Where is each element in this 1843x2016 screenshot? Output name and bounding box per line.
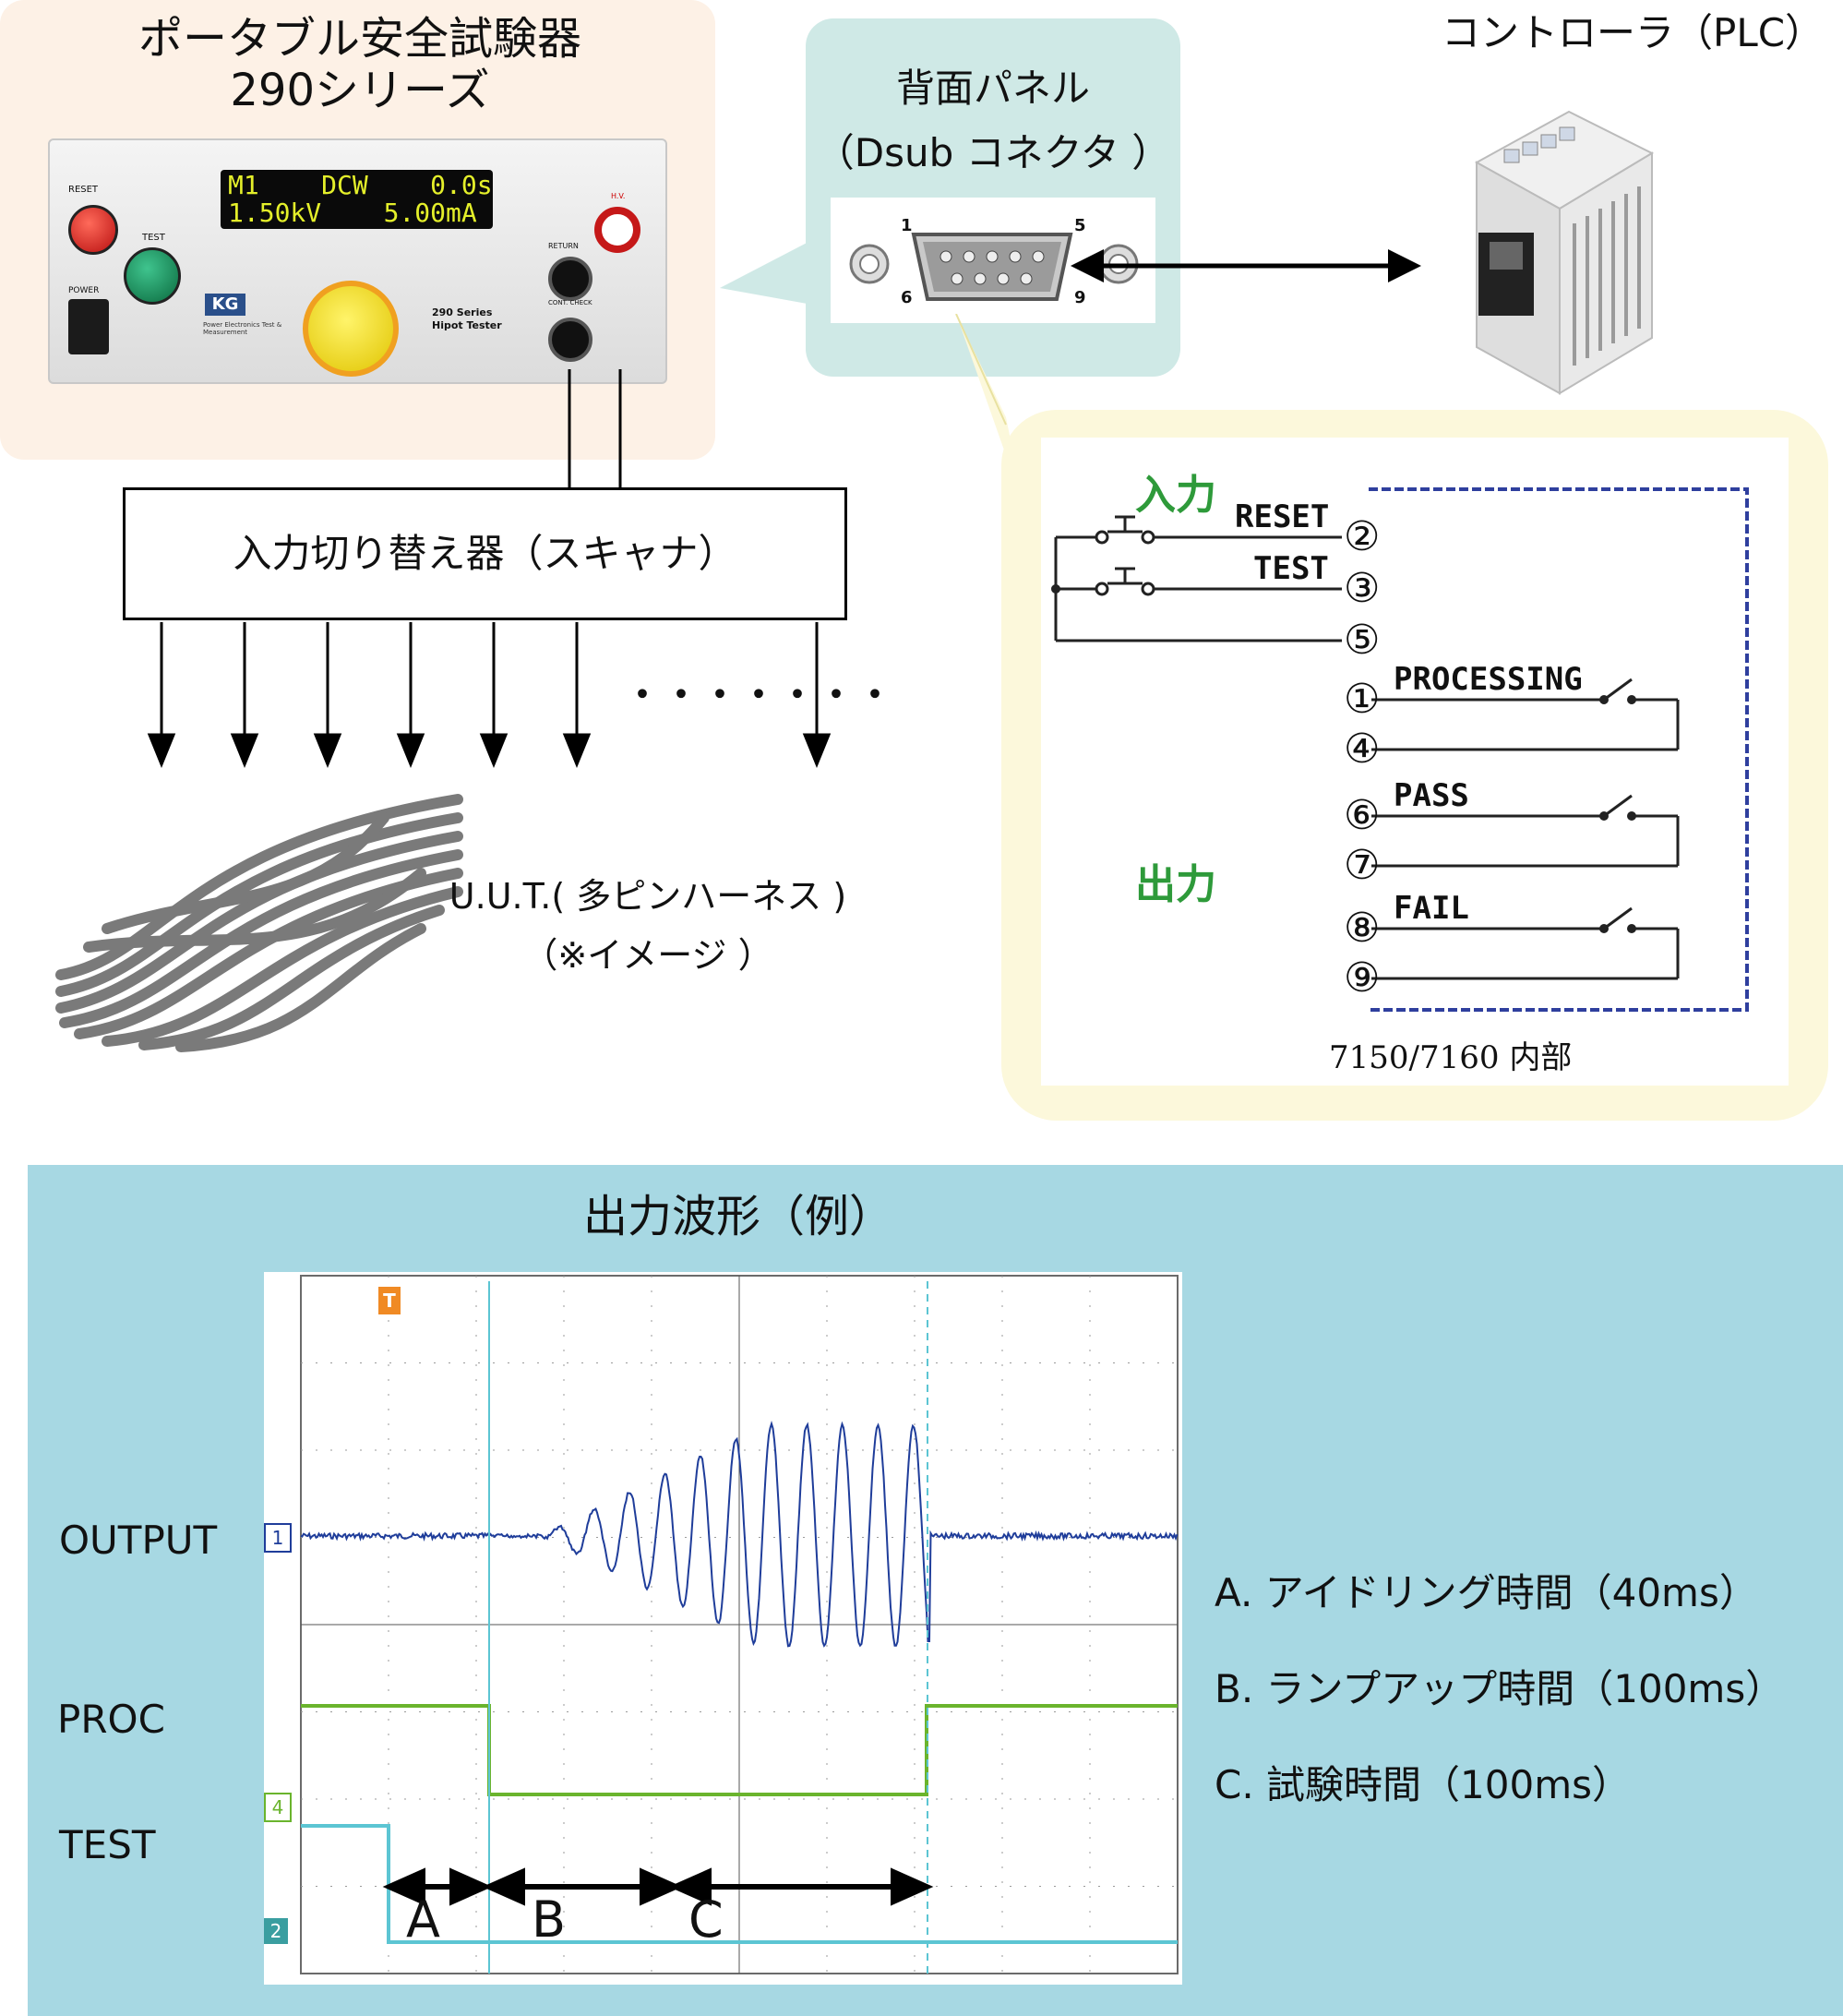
segment-b-label: B <box>532 1890 567 1949</box>
hv-terminal <box>594 207 640 253</box>
device-title-line2: 290シリーズ <box>230 65 490 116</box>
cont-check-label: CONT. CHECK <box>548 299 592 306</box>
interface-pin-5: ⑤ <box>1344 617 1381 664</box>
power-label: POWER <box>68 286 100 295</box>
ch1-marker: 1 <box>264 1523 292 1553</box>
reset-label: RESET <box>68 185 99 195</box>
plc-image <box>1474 110 1655 395</box>
interface-test-label: TEST <box>1253 550 1329 587</box>
device-title: ポータブル安全試験器 290シリーズ <box>55 13 664 116</box>
voltage-knob <box>303 281 399 377</box>
test-button <box>124 247 181 305</box>
lcd-line1: M1 DCW 0.0s <box>228 170 493 200</box>
return-label: RETURN <box>548 242 579 250</box>
interface-processing-label: PROCESSING <box>1394 661 1583 698</box>
waveform-proc-label: PROC <box>57 1697 165 1742</box>
dsub-pin-1: 1 <box>901 216 913 235</box>
power-switch <box>68 299 109 354</box>
dsub-pin-9: 9 <box>1074 288 1086 307</box>
scanner-connections <box>147 369 832 768</box>
interface-pin-8: ⑧ <box>1344 905 1381 952</box>
proc-trace <box>301 1704 1178 1796</box>
interface-pin-2: ② <box>1344 513 1381 560</box>
controller-label: コントローラ（PLC） <box>1442 10 1825 55</box>
brand-sub: Power Electronics Test & Measurement <box>203 321 282 336</box>
device-title-line1: ポータブル安全試験器 <box>138 13 581 65</box>
ch4-marker: 4 <box>264 1793 292 1822</box>
output-trace <box>300 1420 1179 1648</box>
legend-b: B. ランプアップ時間（100ms） <box>1215 1666 1785 1711</box>
lcd-line2: 1.50kV 5.00mA <box>228 198 477 228</box>
dsub-plc-link-arrow <box>1071 249 1421 282</box>
uut-label-line2: （※イメージ ） <box>522 935 773 976</box>
scanner-ellipsis: ・・・・・・・ <box>624 674 895 716</box>
hv-label: H.V. <box>611 192 626 200</box>
interface-footer: 7150/7160 内部 <box>1329 1039 1573 1076</box>
interface-input-label: 入力 <box>1135 472 1216 519</box>
oscilloscope-screen: 1 4 2 T A B C <box>264 1272 1182 1985</box>
harness-image <box>55 794 463 1052</box>
test-trace <box>301 1824 1178 1944</box>
dsub-pin-6: 6 <box>901 288 913 307</box>
interface-fail-label: FAIL <box>1394 890 1469 927</box>
interface-pass-label: PASS <box>1394 777 1469 814</box>
rear-panel-pointer <box>720 240 812 305</box>
waveform-output-label: OUTPUT <box>59 1518 218 1563</box>
legend-c: C. 試験時間（100ms） <box>1215 1762 1631 1807</box>
segment-a-label: A <box>406 1890 440 1949</box>
ch2-marker: 2 <box>264 1918 288 1944</box>
interface-pin-3: ③ <box>1344 565 1381 612</box>
waveform-test-label: TEST <box>59 1822 156 1867</box>
brand-logo: KG <box>205 294 245 316</box>
trigger-marker: T <box>378 1287 401 1314</box>
interface-circuit <box>1051 487 1749 1012</box>
segment-c-label: C <box>688 1890 724 1949</box>
interface-output-label: 出力 <box>1135 861 1216 908</box>
cont-check-terminal <box>548 318 592 362</box>
rear-panel-title: 背面パネル <box>895 66 1090 111</box>
dsub-pin-5: 5 <box>1074 216 1086 235</box>
rear-panel-subtitle: （Dsub コネクタ ） <box>815 130 1171 175</box>
interface-reset-label: RESET <box>1235 498 1330 535</box>
interface-pin-6: ⑥ <box>1344 792 1381 839</box>
scanner-label: 入力切り替え器（スキャナ） <box>233 531 737 576</box>
model-label: 290 Series Hipot Tester <box>432 306 502 332</box>
scanner-box: 入力切り替え器（スキャナ） <box>123 487 847 620</box>
interface-pin-9: ⑨ <box>1344 954 1381 1002</box>
reset-button <box>68 205 118 255</box>
interface-pin-1: ① <box>1344 676 1381 723</box>
test-label: TEST <box>142 233 165 243</box>
oscilloscope-plot <box>300 1275 1179 1974</box>
model-line1: 290 Series <box>432 306 493 318</box>
waveform-title: 出力波形（例） <box>582 1191 893 1242</box>
legend-a: A. アイドリング時間（40ms） <box>1215 1570 1758 1615</box>
return-terminal <box>548 257 592 301</box>
interface-pin-4: ④ <box>1344 726 1381 773</box>
uut-label-line1: U.U.T.( 多ピンハーネス ) <box>449 876 847 917</box>
interface-pin-7: ⑦ <box>1344 842 1381 889</box>
model-line2: Hipot Tester <box>432 319 502 331</box>
